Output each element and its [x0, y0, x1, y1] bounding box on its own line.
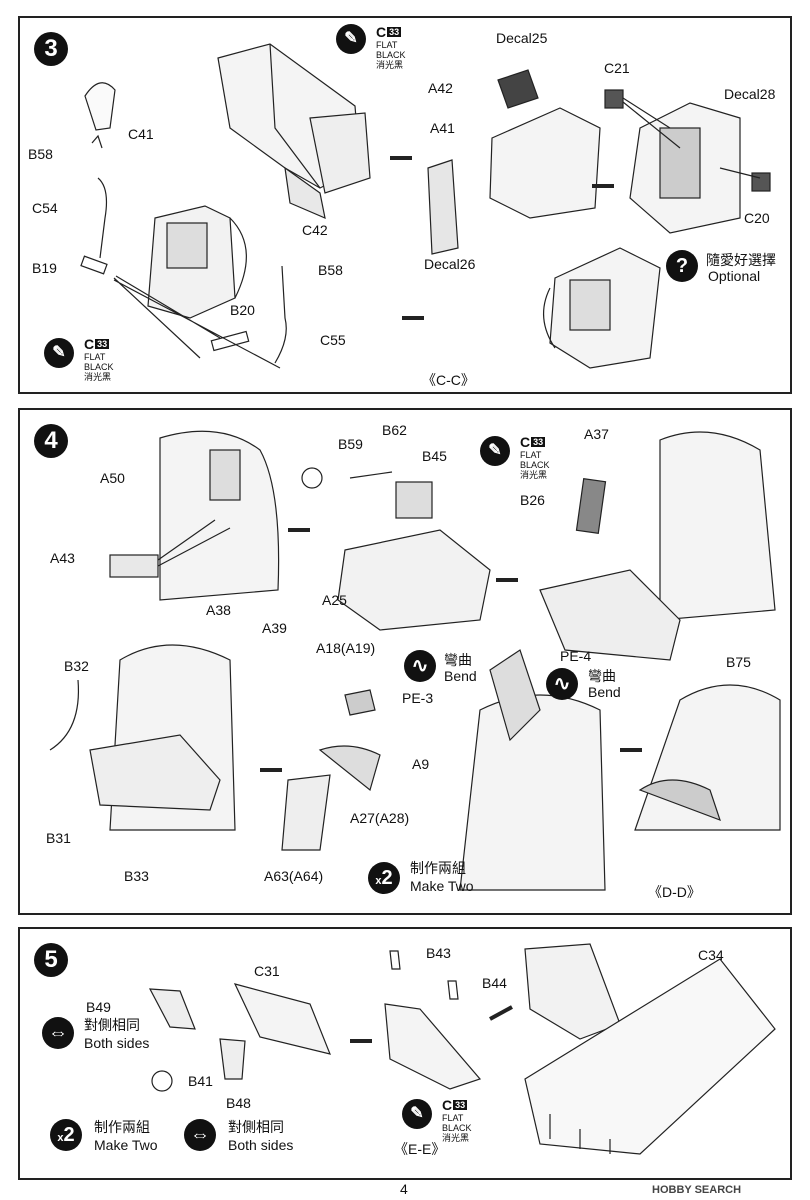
part-label: A9 [412, 756, 430, 772]
part-label: A43 [50, 550, 75, 566]
paint-name-en: FLAT BLACK [376, 40, 406, 60]
part-label: PE-4 [560, 648, 592, 664]
make-two-label-en: Make Two [94, 1137, 158, 1153]
part-label: A18(A19) [316, 640, 376, 656]
step-4-drawing [49, 430, 781, 891]
optional-label-zh: 隨愛好選擇 [706, 252, 776, 268]
part-label: B58 [318, 262, 343, 278]
paint-name-zh: 消光黑 [520, 470, 548, 480]
paint-name-en: FLAT BLACK [84, 352, 114, 372]
paint-brush-icon: ✎ [44, 338, 74, 368]
bend-label-en: Bend [588, 684, 621, 700]
watermark: HOBBY SEARCH [652, 1184, 742, 1196]
part-label: B32 [64, 658, 89, 674]
part-label: B31 [46, 830, 71, 846]
view-label: 《D-D》 [648, 884, 701, 900]
make-two-label-zh: 制作兩組 [94, 1119, 150, 1135]
both-sides-label-en: Both sides [84, 1035, 150, 1051]
both-sides-icon: ⇔ [184, 1119, 216, 1151]
both-sides-label-zh: 對側相同 [228, 1119, 284, 1135]
part-label: Decal26 [424, 256, 476, 272]
part-label: A63(A64) [264, 868, 324, 884]
part-label: Decal28 [724, 86, 776, 102]
part-label: C31 [254, 963, 280, 979]
part-label: B75 [726, 654, 751, 670]
part-label: C34 [698, 947, 724, 963]
part-label: C20 [744, 210, 770, 226]
page-number: 4 [400, 1181, 408, 1197]
part-label: A42 [428, 80, 453, 96]
paint-name-zh: 消光黑 [376, 60, 404, 70]
step-5-drawing [148, 943, 776, 1155]
step-3-drawing [80, 43, 771, 369]
part-label: A41 [430, 120, 455, 136]
part-label: B33 [124, 868, 149, 884]
part-label: PE-3 [402, 690, 434, 706]
step-5-panel: 5 B49 C31 B41 B48 B43 B44 C34 ⇔ 對側相同 Bot… [18, 927, 792, 1180]
bend-label-zh: 彎曲 [444, 652, 472, 668]
paint-name-en: FLAT BLACK [442, 1113, 472, 1133]
view-label: 《E-E》 [394, 1141, 446, 1157]
part-label: B48 [226, 1095, 251, 1111]
both-sides-label-en: Both sides [228, 1137, 294, 1153]
part-label: C55 [320, 332, 346, 348]
step-number: 3 [34, 32, 68, 66]
part-label: B41 [188, 1073, 213, 1089]
part-label: Decal25 [496, 30, 548, 46]
bend-icon: ∿ [404, 650, 436, 682]
bend-label-en: Bend [444, 668, 477, 684]
part-label: B45 [422, 448, 447, 464]
part-label: B59 [338, 436, 363, 452]
part-label: C21 [604, 60, 630, 76]
part-label: B43 [426, 945, 451, 961]
view-label: 《C-C》 [422, 372, 475, 388]
paint-brush-icon: ✎ [336, 24, 366, 54]
part-label: B58 [28, 146, 53, 162]
optional-label-en: Optional [708, 268, 761, 284]
both-sides-icon: ⇔ [42, 1017, 74, 1049]
part-label: B44 [482, 975, 507, 991]
paint-name-zh: 消光黑 [84, 372, 112, 382]
part-label: B49 [86, 999, 111, 1015]
part-label: A25 [322, 592, 347, 608]
make-two-label-en: Make Two [410, 878, 474, 894]
part-label: A50 [100, 470, 125, 486]
part-label: B26 [520, 492, 545, 508]
part-label: B20 [230, 302, 255, 318]
paint-brush-icon: ✎ [402, 1099, 432, 1129]
part-label: A37 [584, 426, 609, 442]
part-label: A38 [206, 602, 231, 618]
both-sides-label-zh: 對側相同 [84, 1017, 140, 1033]
part-label: B62 [382, 422, 407, 438]
make-two-icon: x2 [50, 1119, 82, 1151]
part-label: B19 [32, 260, 57, 276]
step-number: 4 [34, 424, 68, 458]
bend-icon: ∿ [546, 668, 578, 700]
part-label: A39 [262, 620, 287, 636]
make-two-label-zh: 制作兩組 [410, 860, 466, 876]
paint-name-en: FLAT BLACK [520, 450, 550, 470]
step-number: 5 [34, 943, 68, 977]
make-two-icon: x2 [368, 862, 400, 894]
paint-brush-icon: ✎ [480, 436, 510, 466]
part-label: A27(A28) [350, 810, 410, 826]
part-label: C42 [302, 222, 328, 238]
part-label: C41 [128, 126, 154, 142]
part-label: C54 [32, 200, 58, 216]
optional-question-icon: ? [666, 250, 698, 282]
paint-name-zh: 消光黑 [442, 1133, 470, 1143]
bend-label-zh: 彎曲 [588, 668, 616, 684]
